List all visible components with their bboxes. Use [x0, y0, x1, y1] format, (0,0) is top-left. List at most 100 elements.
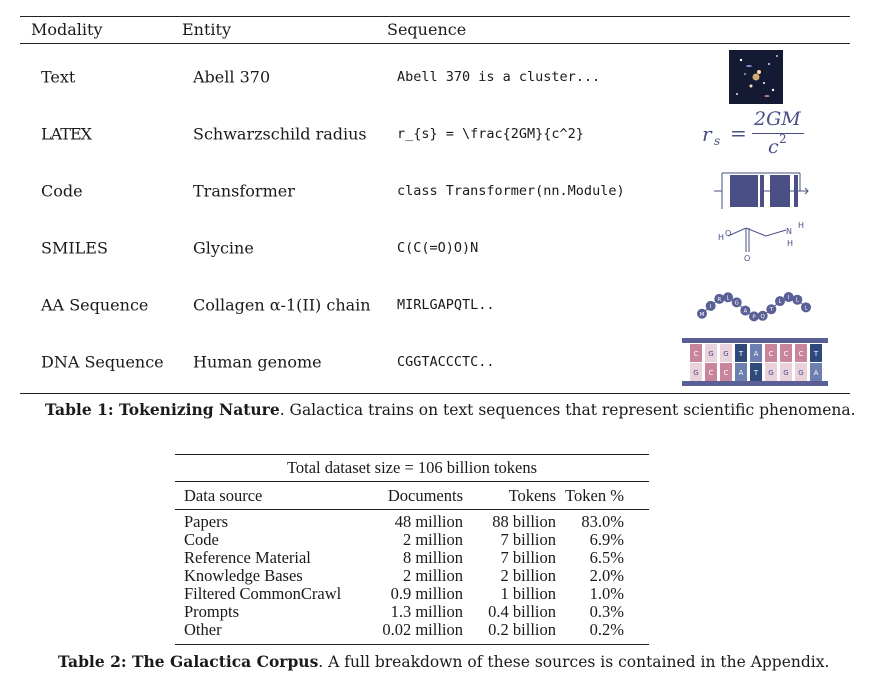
tokens-cell: 1 billion	[500, 584, 556, 603]
documents-cell: 0.9 million	[390, 584, 463, 603]
source-cell: Filtered CommonCrawl	[184, 584, 342, 603]
dna-base: C	[795, 344, 807, 362]
svg-text:M: M	[700, 312, 705, 318]
pct-cell: 6.5%	[589, 548, 624, 567]
table2-caption: Table 2: The Galactica Corpus. A full br…	[58, 652, 830, 671]
svg-text:C: C	[799, 350, 804, 358]
svg-text:G: G	[783, 369, 788, 377]
table-galactica-corpus: Total dataset size = 106 billion tokens …	[175, 454, 649, 648]
galaxy-cluster-image	[729, 50, 783, 104]
amino-acid-bead: R	[714, 293, 725, 304]
dna-base: G	[705, 344, 717, 362]
table-row: Text Abell 370 Abell 370 is a cluster...	[20, 49, 850, 105]
table-row: AA Sequence Collagen α-1(II) chain MIRLG…	[20, 277, 850, 333]
table-row: Code 2 million 7 billion 6.9%	[175, 530, 649, 549]
header-sequence: Sequence	[387, 20, 467, 39]
dna-base: A	[810, 363, 822, 381]
transformer-diagram	[714, 172, 809, 209]
table1-header-rule	[20, 43, 850, 44]
documents-cell: 0.02 million	[382, 620, 463, 639]
modality-cell: Text	[41, 67, 76, 87]
modality-cell: SMILES	[41, 238, 108, 258]
fraction-bar	[752, 133, 804, 134]
tokens-cell: 0.2 billion	[488, 620, 556, 639]
dna-base: G	[780, 363, 792, 381]
table2-header-row: Data source Documents Tokens Token %	[175, 486, 649, 505]
svg-text:A: A	[754, 350, 759, 358]
tokens-cell: 0.4 billion	[488, 602, 556, 621]
dna-base: G	[795, 363, 807, 381]
sequence-cell: r_{s} = \frac{2GM}{c^2}	[397, 126, 584, 142]
dna-base: T	[810, 344, 822, 362]
svg-text:H: H	[787, 239, 793, 248]
table-row: Code Transformer class Transformer(nn.Mo…	[20, 163, 850, 219]
pct-cell: 0.3%	[589, 602, 624, 621]
svg-text:A: A	[743, 309, 747, 315]
source-cell: Prompts	[184, 602, 240, 621]
tokens-cell: 7 billion	[500, 548, 556, 567]
header-token-pct: Token %	[565, 486, 624, 505]
table-row: Prompts 1.3 million 0.4 billion 0.3%	[175, 602, 649, 621]
svg-text:A: A	[814, 369, 819, 377]
amino-acid-bead: I	[783, 292, 794, 303]
table2-top-rule	[175, 454, 649, 455]
pct-cell: 1.0%	[589, 584, 624, 603]
svg-text:T: T	[813, 350, 819, 358]
documents-cell: 1.3 million	[390, 602, 463, 621]
table2-header-rule	[175, 509, 649, 510]
sequence-cell: class Transformer(nn.Module)	[397, 183, 625, 199]
entity-cell: Collagen α-1(II) chain	[193, 295, 371, 315]
documents-cell: 2 million	[402, 566, 463, 585]
amino-acid-bead: M	[697, 308, 707, 319]
svg-text:L: L	[726, 295, 730, 301]
sequence-cell: Abell 370 is a cluster...	[397, 69, 601, 85]
dna-base: G	[765, 363, 777, 381]
amino-acid-bead: Q	[757, 310, 768, 321]
source-cell: Code	[184, 530, 219, 549]
amino-acid-bead: A	[740, 305, 751, 316]
svg-text:T: T	[769, 307, 774, 313]
svg-text:T: T	[738, 350, 744, 358]
entity-cell: Schwarzschild radius	[193, 124, 367, 144]
table1-bottom-rule	[20, 393, 850, 394]
svg-text:H: H	[798, 222, 804, 230]
svg-text:G: G	[798, 369, 803, 377]
header-tokens: Tokens	[508, 486, 556, 505]
header-entity: Entity	[182, 20, 231, 39]
dna-base: C	[705, 363, 717, 381]
svg-text:G: G	[693, 369, 698, 377]
table-row: Reference Material 8 million 7 billion 6…	[175, 548, 649, 567]
table1-caption: Table 1: Tokenizing Nature. Galactica tr…	[45, 400, 856, 419]
svg-text:C: C	[769, 350, 774, 358]
svg-text:H: H	[718, 233, 724, 242]
modality-cell: DNA Sequence	[41, 352, 164, 372]
entity-cell: Transformer	[193, 181, 295, 201]
svg-text:L: L	[796, 298, 800, 304]
table-row: Other 0.02 million 0.2 billion 0.2%	[175, 620, 649, 639]
header-data-source: Data source	[184, 486, 263, 505]
modality-cell: AA Sequence	[41, 295, 149, 315]
pct-cell: 2.0%	[589, 566, 624, 585]
amino-acid-bead: I	[705, 300, 716, 311]
table-row: DNA Sequence Human genome CGGTACCCTC.. C…	[20, 334, 850, 390]
amino-acid-bead: P	[749, 311, 759, 322]
source-cell: Reference Material	[184, 548, 311, 567]
header-modality: Modality	[31, 20, 103, 39]
documents-cell: 8 million	[402, 548, 463, 567]
entity-cell: Human genome	[193, 352, 322, 372]
documents-cell: 48 million	[394, 512, 463, 531]
table-row: LATEX Schwarzschild radius r_{s} = \frac…	[20, 106, 850, 162]
dna-base: C	[720, 363, 732, 381]
dna-base: G	[690, 363, 702, 381]
header-documents: Documents	[387, 486, 463, 505]
svg-text:Q: Q	[760, 314, 765, 320]
dna-base: T	[735, 344, 747, 362]
svg-text:A: A	[739, 369, 744, 377]
dna-base: G	[720, 344, 732, 362]
tokens-cell: 88 billion	[492, 512, 556, 531]
table-row: Knowledge Bases 2 million 2 billion 2.0%	[175, 566, 649, 585]
svg-text:G: G	[735, 300, 739, 306]
svg-text:C: C	[724, 369, 729, 377]
sequence-cell: MIRLGAPQTL..	[397, 297, 495, 313]
pct-cell: 83.0%	[581, 512, 624, 531]
